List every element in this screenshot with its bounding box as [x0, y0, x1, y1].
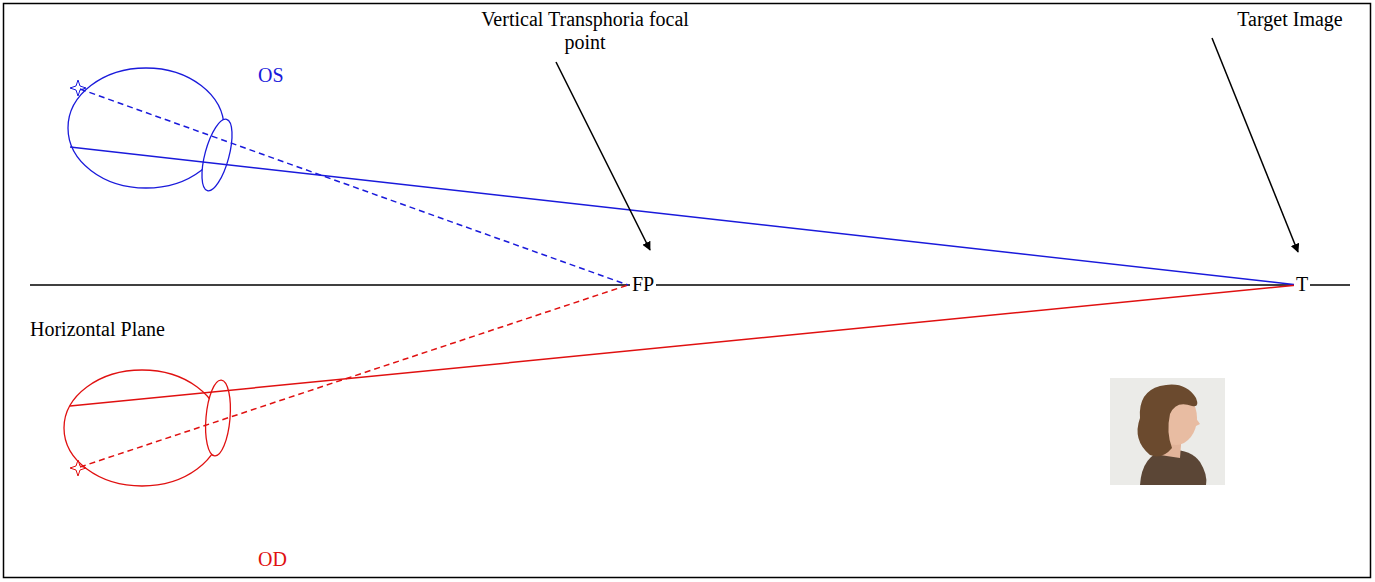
- leader-arrow: [1212, 38, 1298, 252]
- od-dashed-axis: [80, 285, 628, 467]
- os-visual-axis: [70, 147, 1298, 285]
- lens-outline: [196, 116, 238, 194]
- plane-label: Horizontal Plane: [30, 318, 165, 341]
- photo-background: [1110, 378, 1225, 485]
- callout-label: Vertical Transphoria focal point: [475, 8, 695, 54]
- retina-star: [70, 460, 86, 476]
- callout-label: Target Image: [1237, 8, 1342, 31]
- os-dashed-axis: [80, 89, 628, 285]
- leader-arrow: [556, 62, 650, 250]
- nose: [1193, 414, 1200, 427]
- point-label: T: [1294, 273, 1310, 296]
- eye-label: OD: [258, 548, 287, 571]
- frame-border: [4, 4, 1371, 578]
- horizontal-plane-line: [30, 284, 1350, 285]
- eyeball-outline: [68, 68, 224, 188]
- point-label: FP: [630, 273, 656, 296]
- right-eye: [64, 370, 233, 486]
- eye-label: OS: [258, 64, 284, 87]
- woman-photo: [1110, 378, 1225, 485]
- left-eye: [68, 68, 238, 194]
- hair: [1138, 385, 1198, 457]
- retina-star: [70, 80, 86, 96]
